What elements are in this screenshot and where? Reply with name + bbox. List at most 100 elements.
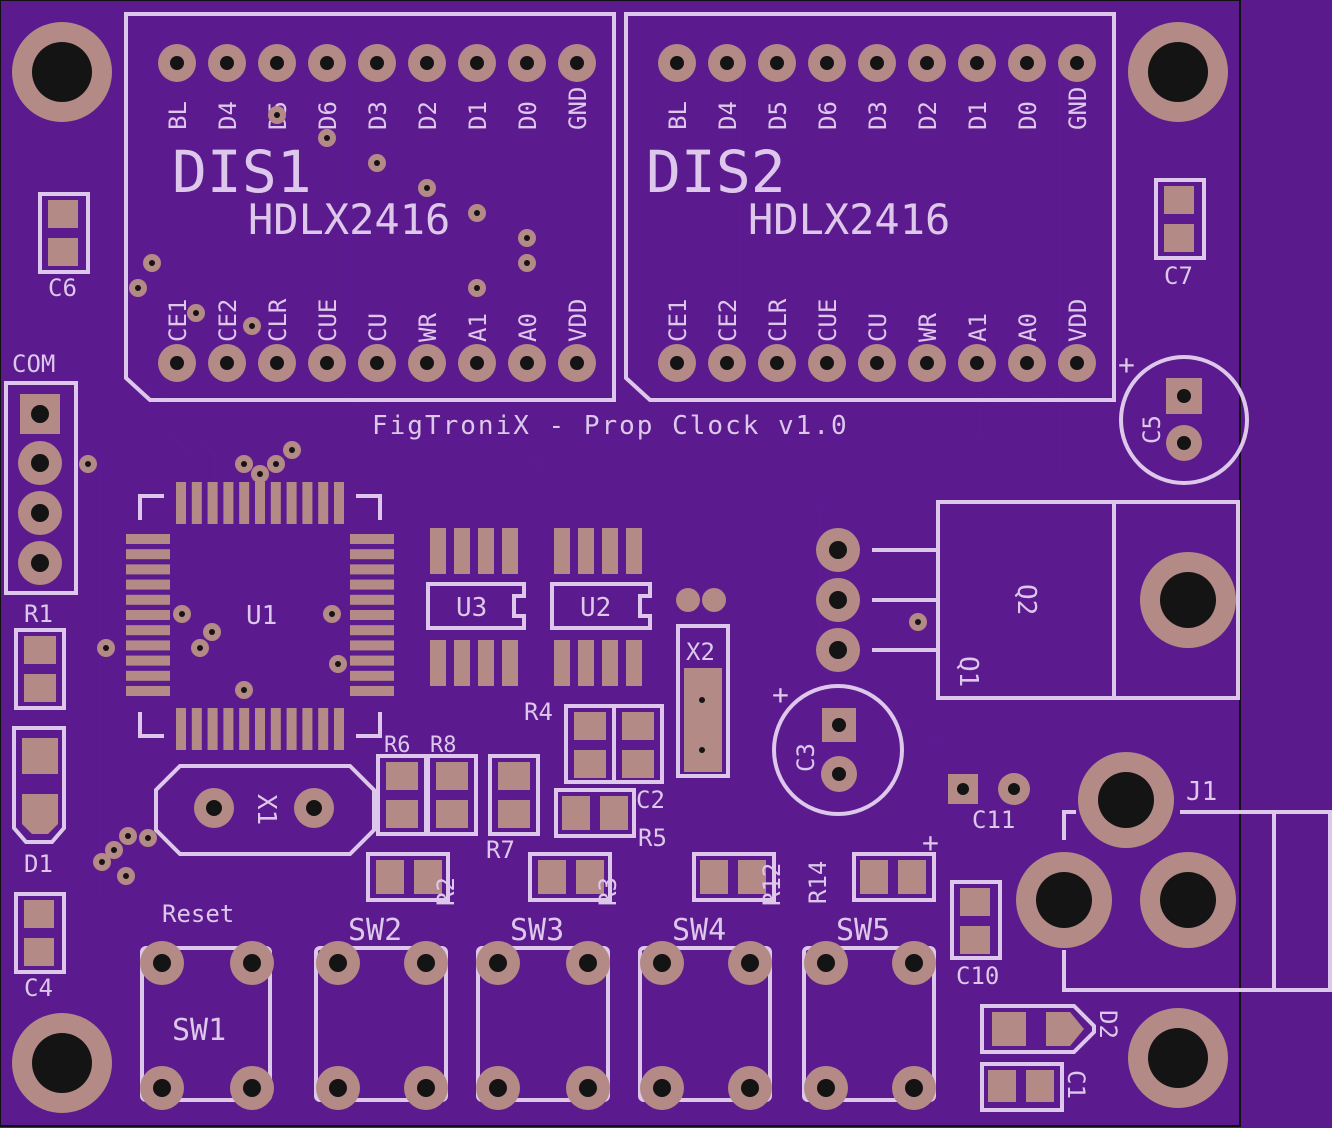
board-title: FigTroniX - Prop Clock v1.0 [372,411,849,441]
pin-label: CE1 [164,299,192,342]
switch-sw4[interactable]: SW4 [638,913,772,1110]
dis1-pin-d0: D0 [508,44,546,130]
reset-label: Reset [162,900,234,928]
capacitor-c3: + C3 [772,678,904,816]
resistor-r3: R3 [528,852,622,906]
dis1-pin-d1: D1 [458,44,496,130]
u1-pad [270,708,281,750]
ic-u2: U2 [550,528,652,686]
u1-pad [126,640,170,651]
u3-label: U3 [456,593,487,623]
c3-polarity: + [772,678,789,711]
dis2-pin-ce1: CE1 [658,299,696,382]
via-drill [329,611,335,617]
u1-pads [126,482,394,750]
via-drill [99,859,105,865]
u1-pad [350,579,394,590]
via-drill [241,687,247,693]
via-drill [179,611,185,617]
c6-label: C6 [48,274,77,302]
vias [79,106,927,885]
capacitor-c11: C11 [948,773,1030,834]
u1-pad [334,482,344,524]
dis2-pin-cue: CUE [808,299,846,382]
via-drill [249,323,255,329]
dis2-pin-clr: CLR [758,298,796,382]
r3-label: R3 [594,877,622,906]
dis1-pin-bl: BL [158,44,196,130]
pin-label: CU [864,313,892,342]
u1-pad [350,655,394,666]
switch-sw1[interactable]: SW1 [140,941,274,1110]
pin-label: D6 [314,101,342,130]
u1-pad [318,482,329,524]
via-drill [125,833,131,839]
via-drill [915,619,921,625]
u1-pad [286,482,297,524]
ic-pad [626,528,642,574]
u1-pad [350,534,394,544]
u1-pad [126,564,170,575]
dis1-refdes: DIS1 [172,138,312,206]
u2-label: U2 [580,593,611,623]
capacitor-c5: + C5 [1118,348,1249,485]
pin-label: CE2 [714,299,742,342]
switch-sw5[interactable]: SW5 [802,913,936,1110]
ic-u3: U3 [426,528,526,686]
ic-pad [454,528,470,574]
via-drill [111,847,117,853]
ic-pad [626,640,642,686]
capacitor-c10: C10 + [922,826,1002,990]
pin-label: D4 [714,101,742,130]
via-drill [123,873,129,879]
c4-label: C4 [24,974,53,1002]
u1-pad [126,549,170,560]
sw3-label: SW3 [510,913,564,948]
ic-u1: U1 [126,482,394,750]
dis1-pin-wr: WR [408,313,446,382]
dis1-pin-clr: CLR [258,298,296,382]
pin-label: A1 [964,313,992,342]
u1-pad [207,708,218,750]
pin-label: WR [914,313,942,342]
pin-label: D3 [364,101,392,130]
pin-label: GND [564,87,592,130]
resistor-r4: R4 C2 [524,698,665,814]
pin-label: CUE [814,299,842,342]
diode-d2: D2 [980,1004,1122,1054]
dis1-pin-gnd: GND [558,44,596,130]
pin-label: D2 [914,101,942,130]
dis2-pin-wr: WR [908,313,946,382]
pin-label: VDD [564,299,592,342]
u1-pad [176,708,186,750]
via-drill [335,661,341,667]
c5-label: C5 [1138,415,1166,444]
u1-pad [126,594,170,605]
resistor-r6: R6 [376,733,428,836]
pin-label: D4 [214,101,242,130]
switch-sw3[interactable]: SW3 [476,913,610,1110]
r7-label: R7 [486,836,515,864]
r2-label: R2 [432,877,460,906]
dis1-pin-cu: CU [358,313,396,382]
j1-label: J1 [1186,777,1217,807]
q1-label: Q1 [953,656,983,687]
ic-pad [454,640,470,686]
dis1-pin-ce2: CE2 [208,299,246,382]
pin-label: CE1 [664,299,692,342]
pin-label: D6 [814,101,842,130]
dis1-pin-cue: CUE [308,299,346,382]
via-drill [257,471,263,477]
via-drill [193,310,199,316]
dis1-pin-d4: D4 [208,44,246,130]
via-drill [135,285,141,291]
u1-pad [207,482,218,524]
capacitor-c4: C4 [14,892,66,1002]
switch-sw2[interactable]: SW2 [314,913,448,1110]
c11-label: C11 [972,806,1015,834]
c10-label: C10 [956,962,999,990]
via-drill [289,447,295,453]
